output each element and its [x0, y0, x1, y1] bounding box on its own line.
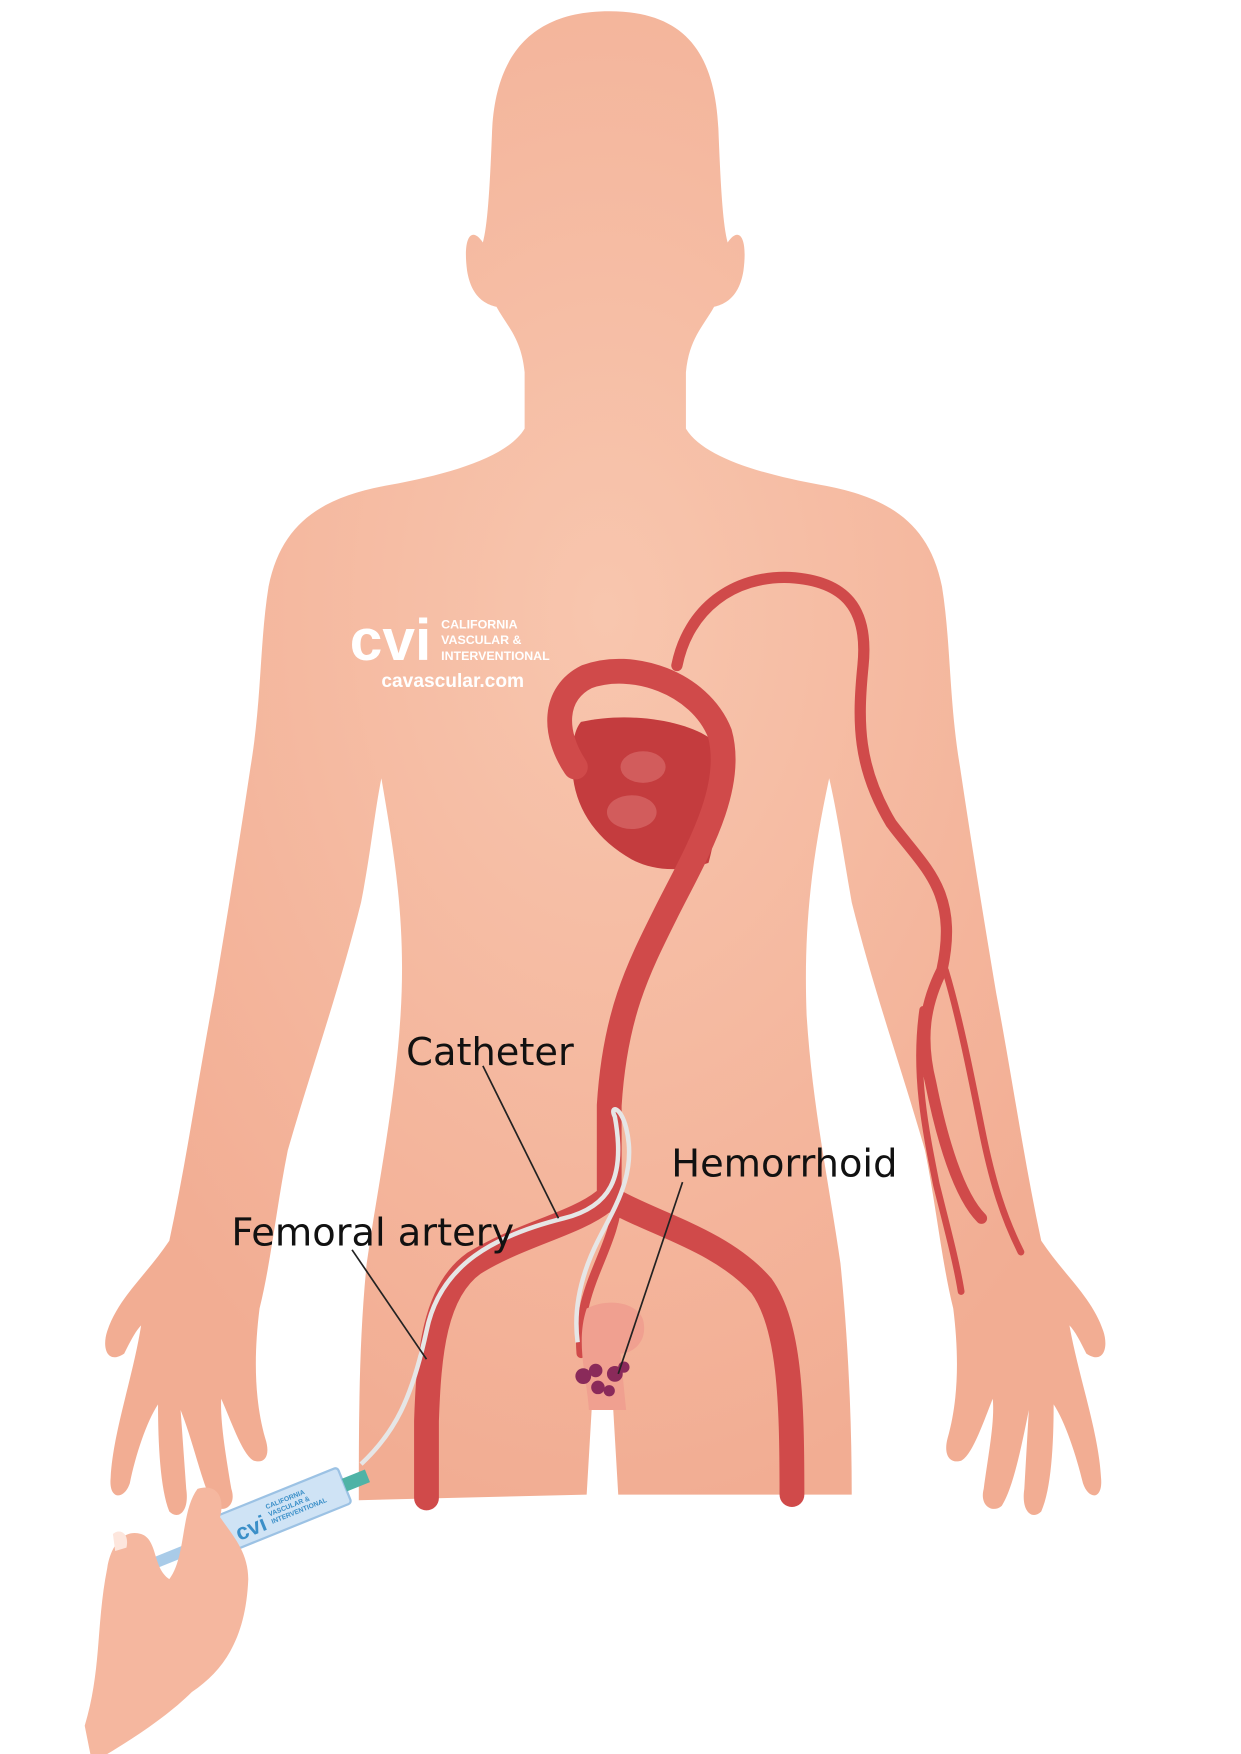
heart [572, 717, 718, 870]
hemorrhoidal-artery [575, 1191, 623, 1359]
label-hemorrhoid: Hemorrhoid [671, 1141, 897, 1186]
catheter [359, 1107, 632, 1466]
logo-line1: CALIFORNIA [441, 617, 517, 631]
leader-lines [351, 1065, 684, 1375]
hemorrhoid-leader [617, 1181, 684, 1375]
syringe: cvi CALIFORNIA VASCULAR & INTERVENTIONAL [141, 1467, 370, 1582]
arteries [414, 571, 1025, 1511]
left-iliac-femoral [414, 1188, 616, 1511]
aortic-arch [547, 658, 736, 1209]
subclavian-artery [671, 571, 988, 1224]
thumbnail [112, 1531, 128, 1551]
logo-mark: cvi [350, 608, 432, 673]
logo-line2: VASCULAR & [441, 633, 521, 647]
catheter-leader [482, 1065, 560, 1219]
label-femoral-artery: Femoral artery [231, 1210, 514, 1255]
label-catheter: Catheter [406, 1030, 574, 1075]
logo-line3: INTERVENTIONAL [441, 649, 550, 663]
heart-highlight [620, 751, 666, 783]
cvi-logo: cvi CALIFORNIA VASCULAR & INTERVENTIONAL… [350, 608, 550, 692]
right-iliac-femoral [602, 1188, 805, 1507]
radial-artery [941, 966, 1025, 1256]
femoral-leader [351, 1249, 428, 1360]
syringe-tip [341, 1469, 370, 1492]
hemorrhoid-clusters [575, 1361, 630, 1397]
hand [84, 1487, 249, 1754]
logo-website: cavascular.com [381, 671, 524, 692]
heart-highlight [606, 795, 657, 830]
ulnar-artery [916, 1006, 965, 1295]
